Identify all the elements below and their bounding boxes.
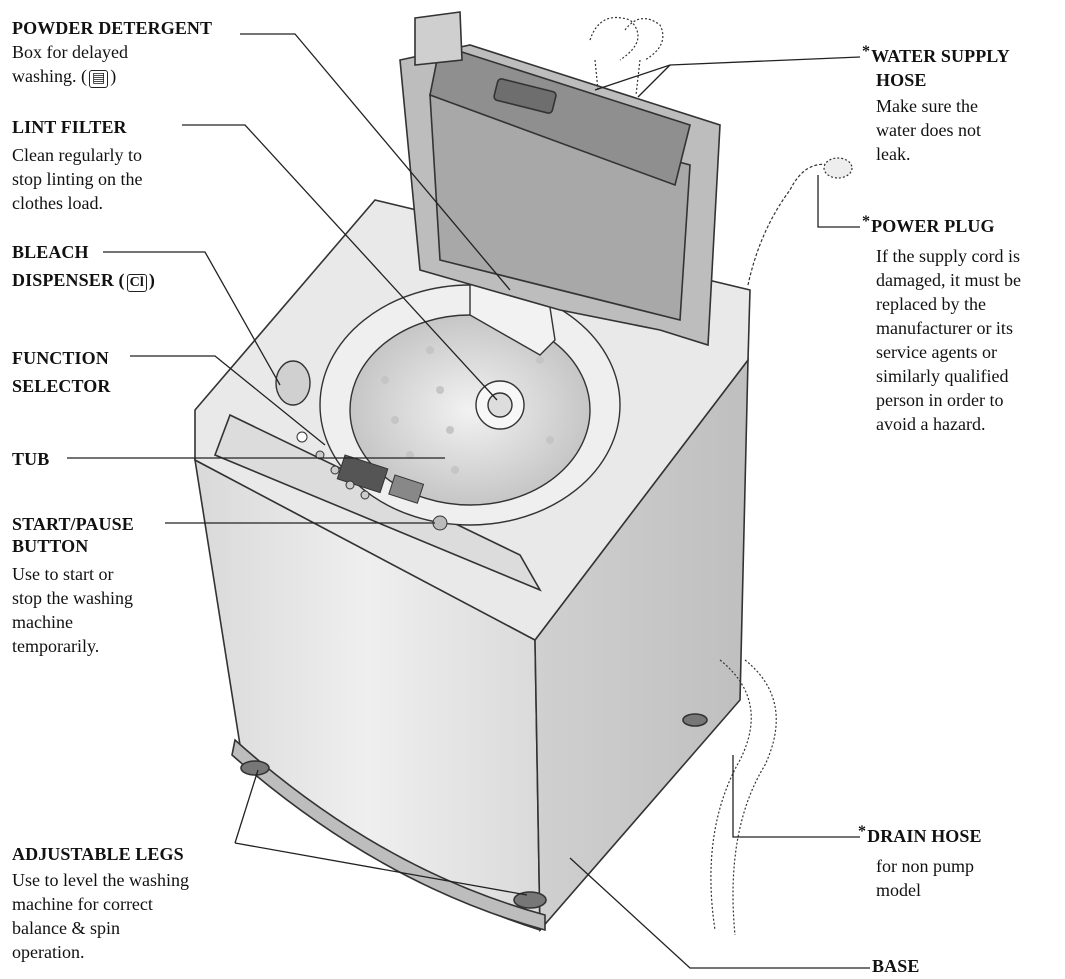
leader-lines: [67, 33, 870, 969]
power-plug-desc-3: replaced by the: [876, 294, 986, 314]
leader-powder-detergent: [240, 33, 511, 291]
detergent-box-icon: ▤: [89, 70, 109, 88]
power-plug-desc-2: damaged, it must be: [876, 270, 1021, 290]
base-band: [231, 738, 546, 932]
power-plug-desc-8: avoid a hazard.: [876, 414, 986, 434]
label-water-supply-hose: *WATER SUPPLY HOSE Make sure the water d…: [862, 43, 1010, 166]
lint-filter-desc-1: Clean regularly to: [12, 145, 142, 165]
label-lint-filter: LINT FILTER Clean regularly to stop lint…: [12, 115, 143, 215]
label-drain-hose: *DRAIN HOSE for non pump model: [858, 823, 982, 902]
water-supply-title-1: WATER SUPPLY: [871, 46, 1010, 66]
bleach-dispenser-cap: [275, 360, 311, 406]
drain-hose-title: DRAIN HOSE: [867, 826, 982, 846]
lint-filter-title: LINT FILTER: [12, 117, 127, 137]
start-pause-title-1: START/PAUSE: [12, 514, 134, 534]
start-pause-knob: [432, 515, 448, 531]
drain-hose-title-line: *DRAIN HOSE: [858, 823, 982, 850]
water-supply-desc-3: leak.: [876, 144, 911, 164]
water-supply-desc-2: water does not: [876, 120, 981, 140]
power-plug-desc-4: manufacturer or its: [876, 318, 1013, 338]
leader-adjustable-legs-2: [234, 842, 528, 896]
drain-hose-graphic: [710, 659, 777, 936]
function-selector-title-1: FUNCTION: [12, 348, 109, 368]
bleach-cl-icon: Cl: [126, 274, 147, 292]
label-bleach-dispenser: BLEACH DISPENSER (Cl): [12, 240, 155, 292]
power-cord-graphic: [747, 157, 853, 286]
start-pause-desc-4: temporarily.: [12, 636, 100, 656]
leader-water-supply: [594, 56, 861, 91]
leader-adjustable-legs-1: [234, 769, 259, 844]
label-start-pause: START/PAUSE BUTTON Use to start or stop …: [12, 512, 134, 658]
power-plug-marker: *: [862, 213, 871, 230]
leg-back-right: [682, 713, 708, 727]
function-selector-title-2: SELECTOR: [12, 376, 111, 396]
adjustable-legs-desc-3: balance & spin: [12, 918, 120, 938]
label-adjustable-legs: ADJUSTABLE LEGS Use to level the washing…: [12, 842, 189, 964]
lid-hinge-post: [414, 11, 463, 66]
leader-function-selector: [130, 355, 326, 446]
bleach-title-line-2: DISPENSER (Cl): [12, 270, 155, 292]
bleach-title-2: DISPENSER: [12, 270, 114, 290]
label-base: BASE: [872, 954, 919, 978]
powder-detergent-desc-2: washing.: [12, 66, 77, 86]
water-supply-marker: *: [862, 43, 871, 60]
power-plug-title: POWER PLUG: [871, 216, 995, 236]
lint-filter-desc-2: stop linting on the: [12, 169, 143, 189]
water-supply-desc-1: Make sure the: [876, 96, 978, 116]
power-plug-desc-7: person in order to: [876, 390, 1004, 410]
tub-title: TUB: [12, 449, 50, 469]
leg-front-left: [240, 760, 270, 776]
adjustable-legs-title: ADJUSTABLE LEGS: [12, 844, 184, 864]
start-pause-title-2: BUTTON: [12, 536, 89, 556]
powder-detergent-title: POWDER DETERGENT: [12, 18, 213, 38]
drain-hose-marker: *: [858, 823, 867, 840]
label-power-plug: *POWER PLUG If the supply cord is damage…: [862, 213, 1021, 436]
adjustable-legs-desc-2: machine for correct: [12, 894, 153, 914]
drain-hose-desc-1: for non pump: [876, 856, 974, 876]
adjustable-legs-desc-1: Use to level the washing: [12, 870, 189, 890]
drain-hose-desc-2: model: [876, 880, 921, 900]
tub-graphic: [319, 284, 621, 526]
power-plug-desc-6: similarly qualified: [876, 366, 1009, 386]
power-plug-desc-5: service agents or: [876, 342, 997, 362]
water-supply-title-2: HOSE: [876, 70, 927, 90]
leader-power-plug: [817, 175, 860, 228]
leader-water-supply-2: [637, 64, 671, 98]
bleach-title-1: BLEACH: [12, 242, 89, 262]
power-plug-title-line: *POWER PLUG: [862, 213, 1021, 240]
leader-drain-hose: [732, 755, 860, 838]
base-title: BASE: [872, 956, 920, 976]
powder-detergent-desc-1: Box for delayed: [12, 42, 128, 62]
label-function-selector: FUNCTION SELECTOR: [12, 346, 111, 398]
power-plug-desc-1: If the supply cord is: [876, 246, 1020, 266]
start-pause-desc-1: Use to start or: [12, 564, 114, 584]
lid: [399, 11, 721, 347]
start-pause-desc-3: machine: [12, 612, 73, 632]
water-supply-hose-graphic: [589, 16, 664, 96]
leader-base: [569, 857, 870, 969]
lint-filter-desc-3: clothes load.: [12, 193, 103, 213]
label-tub: TUB: [12, 447, 49, 471]
water-supply-title-line-1: *WATER SUPPLY: [862, 43, 1010, 70]
adjustable-legs-desc-4: operation.: [12, 942, 85, 962]
leader-lint-filter: [182, 124, 498, 401]
leader-bleach: [103, 251, 281, 386]
label-powder-detergent: POWDER DETERGENT Box for delayed washing…: [12, 16, 212, 88]
display-panel: [296, 431, 448, 531]
leg-front-right: [513, 891, 547, 909]
start-pause-desc-2: stop the washing: [12, 588, 133, 608]
powder-detergent-desc-line-2: washing. (▤): [12, 66, 117, 88]
